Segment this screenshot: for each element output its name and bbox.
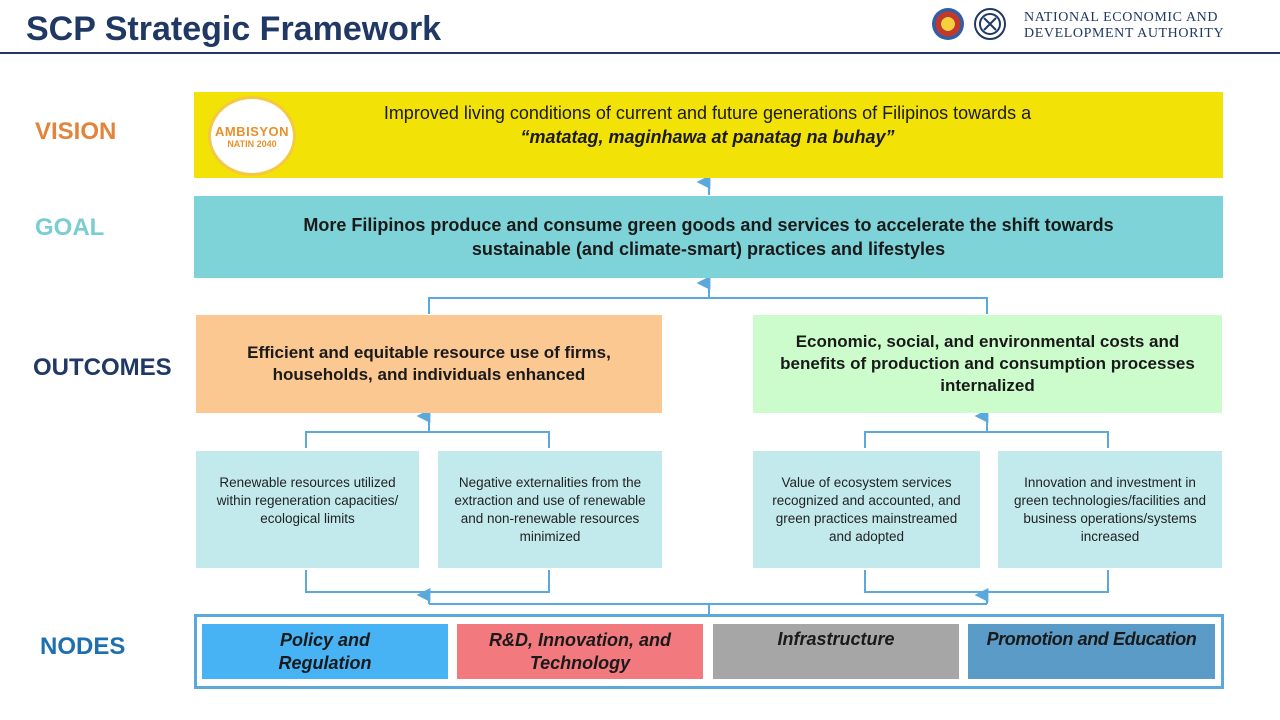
ambisyon-logo: AMBISYON NATIN 2040 [208,96,296,176]
vision-text: Improved living conditions of current an… [300,101,1115,149]
row-label-nodes: NODES [40,633,126,660]
outcome-left: Efficient and equitable resource use of … [196,315,662,413]
title-divider [0,52,1280,54]
ambisyon-logo-text: AMBISYON [214,123,290,139]
ambisyon-logo-subtext: NATIN 2040 [227,138,277,149]
sub-outcome-4: Innovation and investment in green techn… [998,451,1222,568]
sub-outcome-2-text: Negative externalities from the extracti… [454,475,646,544]
goal-box: More Filipinos produce and consume green… [194,196,1223,278]
sub-outcome-1: Renewable resources utilized within rege… [196,451,419,568]
vision-line2: “matatag, maginhawa at panatag na buhay” [520,127,895,147]
sub-outcome-4-text: Innovation and investment in green techn… [1013,475,1207,544]
node-policy-regulation: Policy and Regulation [202,624,448,679]
goal-line1: More Filipinos produce and consume green… [303,215,1114,235]
node-promotion-education-label: Promotion and Education [986,629,1197,649]
philippine-seal-icon [932,8,964,40]
vision-line1: Improved living conditions of current an… [383,103,1032,123]
node-infrastructure: Infrastructure [713,624,959,679]
sub-outcome-1-text: Renewable resources utilized within rege… [216,475,399,526]
outcome-right-text: Economic, social, and environmental cost… [780,332,1195,395]
vision-box [194,92,1223,178]
row-label-vision: VISION [35,118,117,145]
row-label-goal: GOAL [35,214,105,241]
sub-outcome-3: Value of ecosystem services recognized a… [753,451,980,568]
node-promotion-education: Promotion and Education [968,624,1215,679]
node-rd-innovation: R&D, Innovation, and Technology [457,624,703,679]
org-name-line1: NATIONAL ECONOMIC AND [1024,10,1219,25]
goal-line2: sustainable (and climate-smart) practice… [471,239,946,259]
row-label-outcomes: OUTCOMES [33,354,172,381]
node-infrastructure-label: Infrastructure [777,629,895,649]
page-title: SCP Strategic Framework [26,10,442,48]
outcome-right: Economic, social, and environmental cost… [753,315,1222,413]
org-name-line2: DEVELOPMENT AUTHORITY [1024,26,1225,41]
node-rd-innovation-label: R&D, Innovation, and Technology [489,629,671,673]
outcome-left-text: Efficient and equitable resource use of … [247,343,611,384]
sub-outcome-2: Negative externalities from the extracti… [438,451,662,568]
neda-logo-icon [974,8,1006,40]
sub-outcome-3-text: Value of ecosystem services recognized a… [772,475,961,544]
node-policy-regulation-label: Policy and Regulation [278,629,372,673]
org-name: NATIONAL ECONOMIC AND DEVELOPMENT AUTHOR… [1024,10,1224,42]
